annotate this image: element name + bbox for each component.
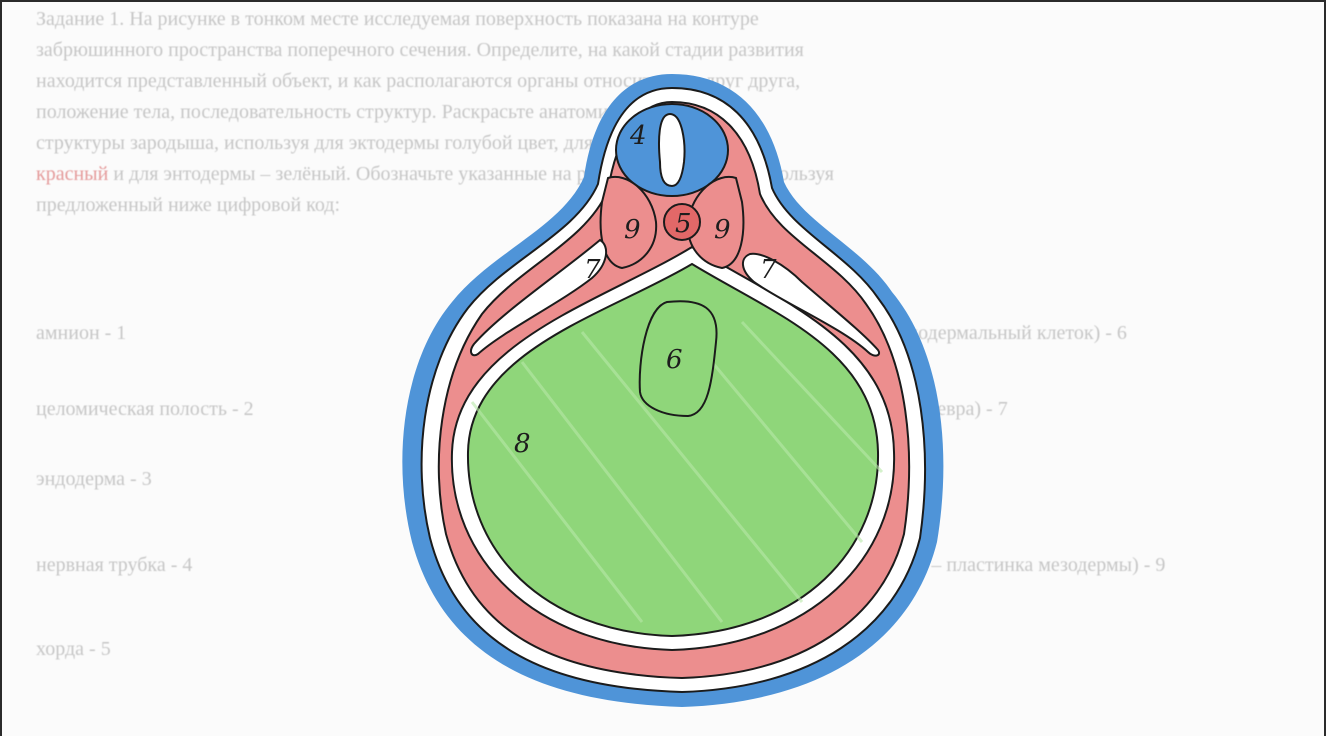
nephrotome-right (743, 254, 879, 356)
task-line-6-red: красный (36, 163, 108, 185)
legend-item-notochord: хорда - 5 (36, 638, 111, 661)
task-line-5: структуры зародыша, используя для эктоде… (36, 132, 707, 154)
task-paragraph: Задание 1. На рисунке в тонком месте исс… (36, 4, 1298, 221)
legend-item-neural-tube: нервная трубка - 4 (36, 554, 192, 577)
legend-item-endoderm: эндодерма - 3 (36, 468, 152, 491)
task-line-7: предложенный ниже цифровой код: (36, 194, 340, 216)
legend-item-7: ... (соматоплевра) - 7 (832, 398, 1008, 421)
label-nephrotome-right: 7 (760, 255, 777, 285)
task-line-4: положение тела, последовательность струк… (36, 101, 666, 123)
label-gut: 6 (666, 345, 683, 375)
task-line-3: находится представленный объект, и как р… (36, 70, 800, 92)
endoderm-yolk (468, 264, 878, 636)
label-yolk: 8 (514, 429, 531, 459)
legend-item-amnion: амнион - 1 (36, 322, 126, 345)
task-line-1: Задание 1. На рисунке в тонком месте исс… (36, 8, 759, 30)
label-nephrotome-left: 7 (584, 255, 601, 285)
task-line-2: забрюшинного пространства поперечного се… (36, 39, 804, 61)
nephrotome-left (471, 240, 606, 355)
gut (640, 301, 717, 416)
task-line-6-rest: и для энтодермы – зелёный. Обозначьте ук… (108, 163, 834, 185)
legend-item-coelom: целомическая полость - 2 (36, 398, 254, 421)
legend-item-9: ... (спланхноплевра – пластинка мезодерм… (762, 554, 1165, 577)
legend-item-6: ... (эндодермальный клеток) - 6 (862, 322, 1127, 345)
